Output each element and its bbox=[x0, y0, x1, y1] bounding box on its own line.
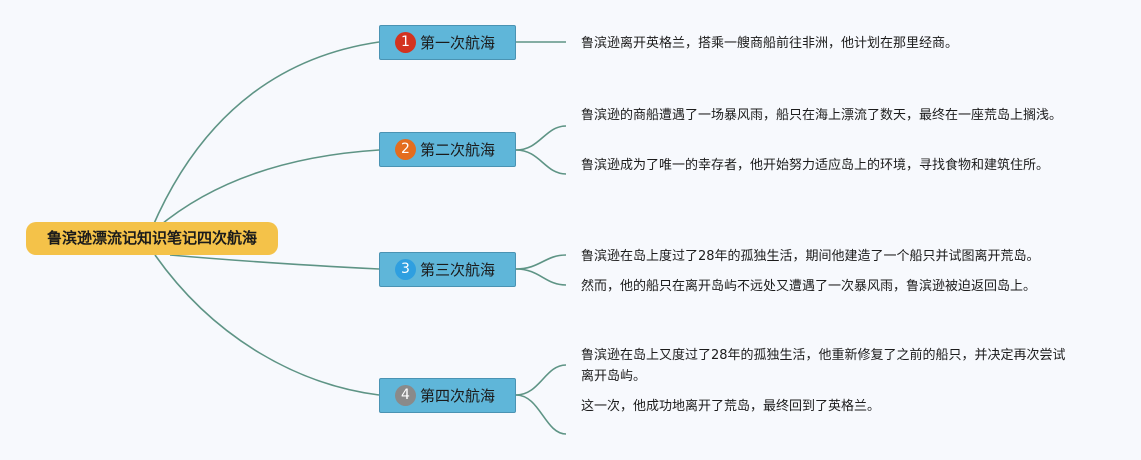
topic-label: 第四次航海 bbox=[420, 387, 496, 405]
connector-topic-2-note-1 bbox=[515, 125, 567, 151]
connector-topic-4-note-2 bbox=[515, 394, 567, 435]
note-second-voyage-2[interactable]: 鲁滨逊成为了唯一的幸存者，他开始努力适应岛上的环境，寻找食物和建筑住所。 bbox=[581, 158, 1050, 173]
connector-root-topic-3 bbox=[169, 254, 380, 270]
note-fourth-voyage-1[interactable]: 鲁滨逊在岛上又度过了28年的孤独生活，他重新修复了之前的船只，并决定再次尝试离开… bbox=[581, 348, 1066, 384]
topic-label: 第三次航海 bbox=[420, 261, 496, 279]
note-fourth-voyage-2[interactable]: 这一次，他成功地离开了荒岛，最终回到了英格兰。 bbox=[581, 399, 881, 414]
root-topic[interactable]: 鲁滨逊漂流记知识笔记四次航海 bbox=[26, 222, 278, 255]
connector-root-topic-4 bbox=[154, 254, 380, 396]
number-badge-2: 2 bbox=[395, 139, 416, 160]
note-first-voyage-1[interactable]: 鲁滨逊离开英格兰，搭乘一艘商船前往非洲，他计划在那里经商。 bbox=[581, 36, 959, 51]
topic-first-voyage[interactable]: 1 第一次航海 bbox=[379, 25, 516, 60]
connector-topic-4-note-1 bbox=[515, 364, 567, 396]
connector-topic-3-note-2 bbox=[515, 268, 567, 286]
note-second-voyage-1[interactable]: 鲁滨逊的商船遭遇了一场暴风雨，船只在海上漂流了数天，最终在一座荒岛上搁浅。 bbox=[581, 108, 1063, 123]
connector-topic-2-note-2 bbox=[515, 149, 567, 175]
connector-topic-3-note-1 bbox=[515, 254, 567, 270]
topic-third-voyage[interactable]: 3 第三次航海 bbox=[379, 252, 516, 287]
number-badge-4: 4 bbox=[395, 385, 416, 406]
number-badge-1: 1 bbox=[395, 32, 416, 53]
topic-second-voyage[interactable]: 2 第二次航海 bbox=[379, 132, 516, 167]
note-third-voyage-2[interactable]: 然而，他的船只在离开岛屿不远处又遭遇了一次暴风雨，鲁滨逊被迫返回岛上。 bbox=[581, 279, 1037, 294]
topic-label: 第一次航海 bbox=[420, 34, 496, 52]
topic-fourth-voyage[interactable]: 4 第四次航海 bbox=[379, 378, 516, 413]
note-third-voyage-1[interactable]: 鲁滨逊在岛上度过了28年的孤独生活，期间他建造了一个船只并试图离开荒岛。 bbox=[581, 249, 1040, 264]
number-badge-3: 3 bbox=[395, 259, 416, 280]
connector-root-topic-2 bbox=[156, 149, 380, 229]
connector-root-topic-1 bbox=[151, 41, 380, 229]
topic-label: 第二次航海 bbox=[420, 141, 496, 159]
